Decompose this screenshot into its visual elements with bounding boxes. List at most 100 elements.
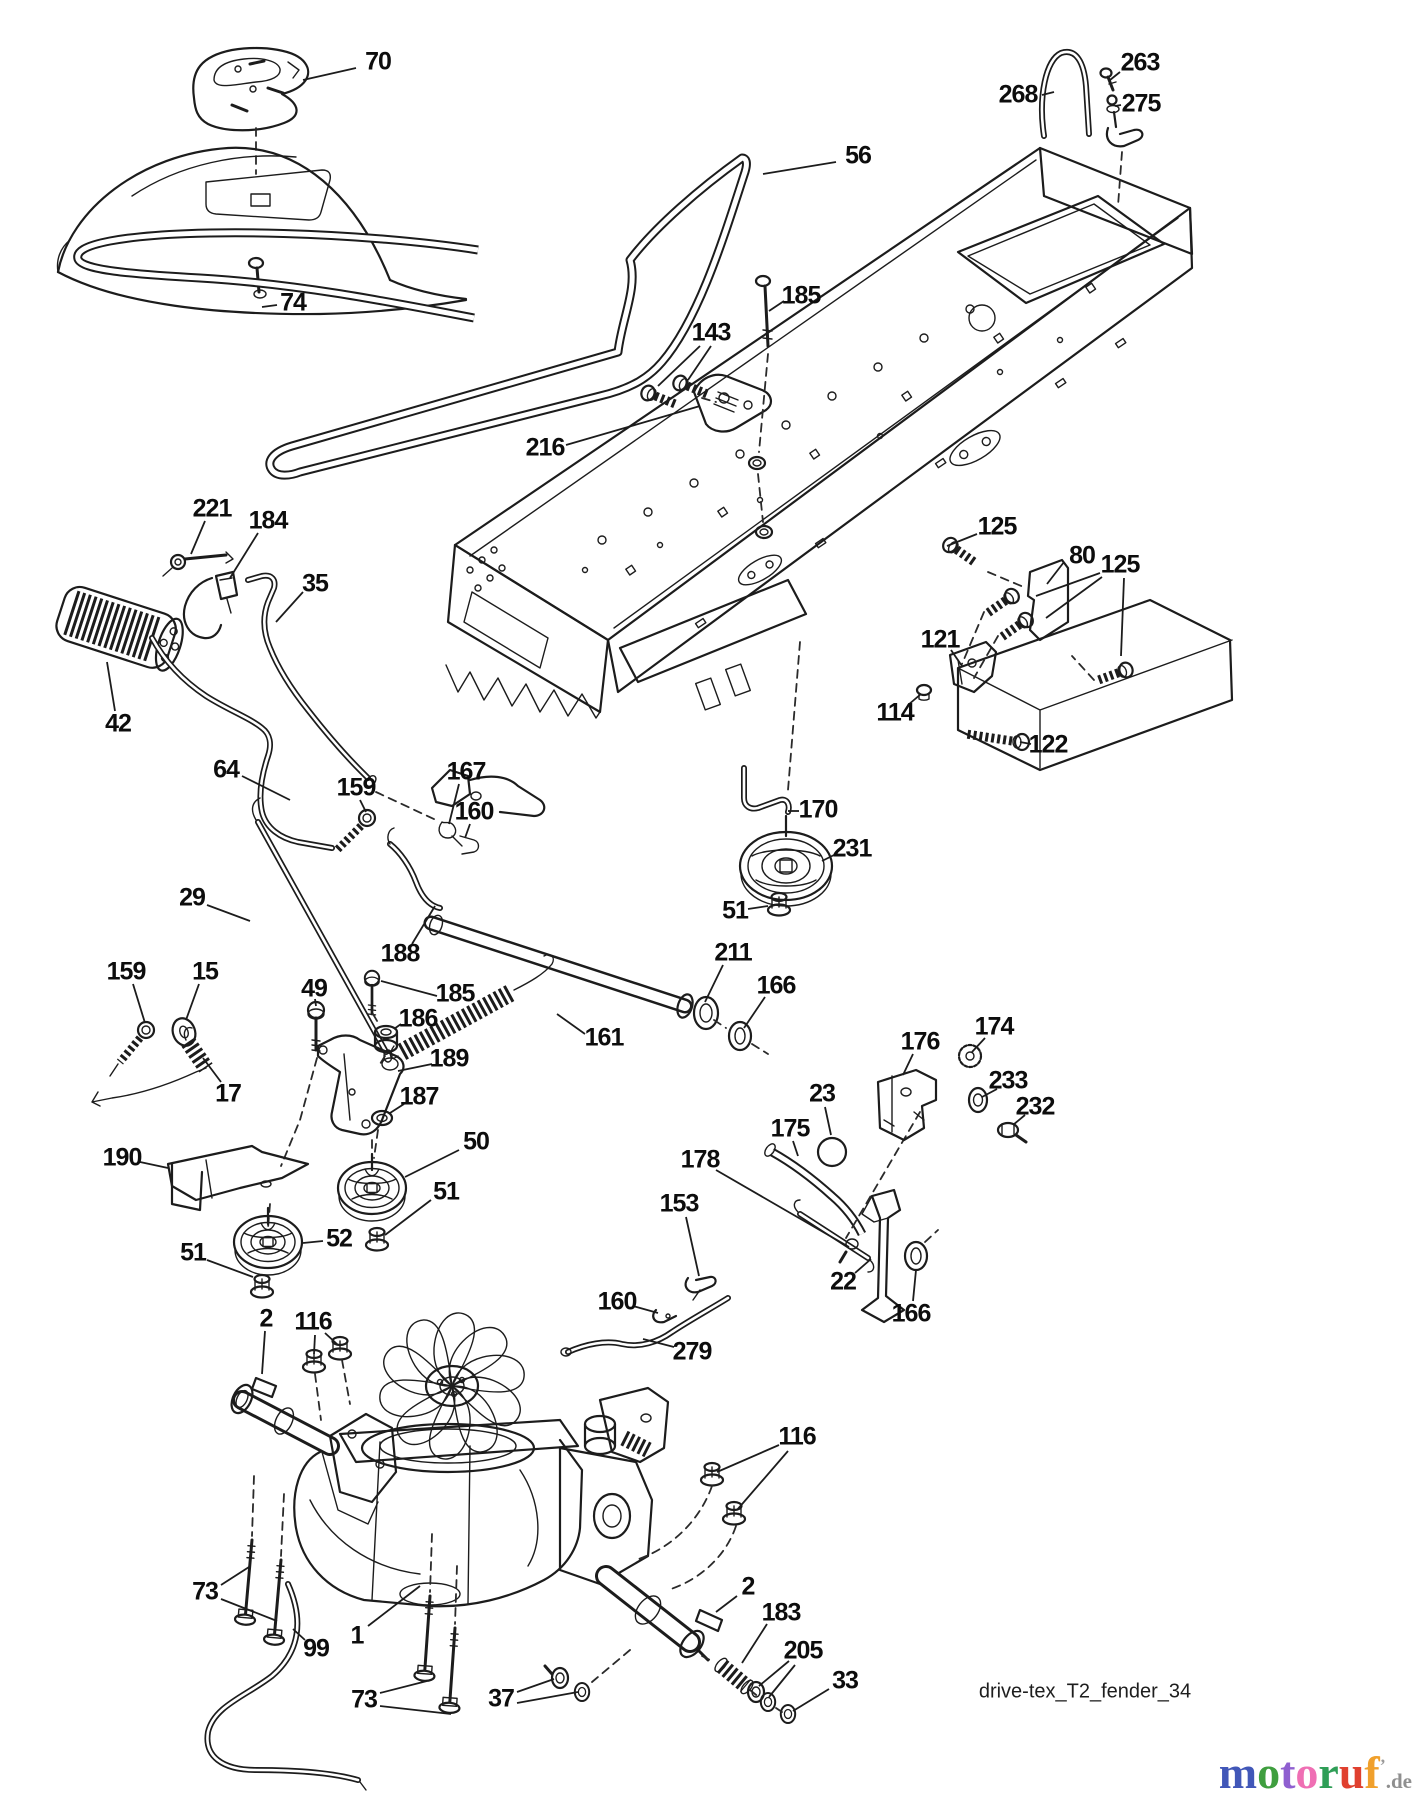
pulley-50-drawing [336, 1152, 408, 1223]
bolt-185-top-drawing [754, 274, 773, 348]
part-label-74: 74 [280, 288, 307, 317]
pulley-52-drawing [232, 1206, 304, 1277]
leader-line-216 [565, 405, 701, 446]
part-label-170: 170 [798, 795, 839, 824]
rod-64-drawing [149, 635, 335, 851]
pin-37-drawing [543, 1664, 554, 1676]
transaxle-drawing [230, 1312, 710, 1662]
leader-line-183 [741, 1623, 768, 1664]
leader-line-42 [106, 661, 116, 712]
leader-line-73 [379, 1680, 428, 1694]
rod-29-drawing [251, 797, 393, 1063]
frame-crossmember [618, 578, 808, 684]
motoruf-watermark: motoruf’.de [1219, 1750, 1412, 1796]
keeper-190-drawing [166, 1144, 310, 1212]
part-label-15: 15 [192, 957, 219, 986]
belt-56-drawing [265, 153, 751, 480]
leader-line-176 [902, 1053, 914, 1076]
key-2-lower-drawing [694, 1608, 724, 1633]
knob-42-drawing [55, 585, 184, 672]
leader-line-231 [821, 854, 835, 862]
leader-line-190 [139, 1161, 169, 1169]
hydro-fitting-drawing [583, 1414, 652, 1458]
part-label-125: 125 [977, 512, 1018, 541]
part-label-189: 189 [429, 1044, 470, 1073]
part-label-116: 116 [778, 1422, 816, 1451]
part-label-175: 175 [770, 1114, 811, 1143]
console-70-drawing [192, 47, 310, 132]
clip-167-drawing [438, 821, 463, 847]
part-label-143: 143 [691, 318, 732, 347]
clip-221-drawing [162, 551, 234, 577]
leader-line-175 [792, 1140, 799, 1157]
part-label-17: 17 [215, 1079, 242, 1108]
shaft-211-drawing [423, 914, 769, 1055]
leader-line-161 [556, 1013, 586, 1035]
leader-line-116 [716, 1444, 780, 1473]
logo-letter: o [1295, 1747, 1319, 1798]
part-label-176: 176 [900, 1027, 941, 1056]
leader-line-125 [1045, 576, 1103, 619]
bracket-189-drawing [316, 1034, 405, 1136]
leader-line-1 [367, 1585, 421, 1627]
part-label-49: 49 [301, 974, 328, 1003]
part-label-161: 161 [584, 1023, 625, 1052]
leader-line-211 [704, 964, 724, 1003]
leader-line-221 [190, 520, 206, 555]
part-label-211: 211 [714, 938, 752, 967]
leader-line-52 [302, 1240, 324, 1244]
part-label-116: 116 [294, 1307, 332, 1336]
leader-line-37 [516, 1678, 555, 1693]
leader-line-187 [389, 1103, 405, 1114]
logo-letter: o [1257, 1747, 1281, 1798]
part-label-73: 73 [192, 1577, 219, 1606]
part-label-99: 99 [303, 1634, 330, 1663]
leader-line-51 [206, 1259, 254, 1278]
leader-line-184 [229, 532, 259, 579]
logo-domain-suffix: .de [1385, 1769, 1412, 1793]
part-label-64: 64 [213, 755, 240, 784]
part-label-185: 185 [435, 979, 476, 1008]
leader-line-268 [1041, 91, 1055, 96]
part-label-166: 166 [891, 1299, 932, 1328]
part-label-23: 23 [809, 1079, 836, 1108]
part-label-51: 51 [722, 896, 749, 925]
leader-line-49 [314, 998, 317, 1007]
leader-line-125 [1035, 572, 1101, 597]
leader-line-114 [907, 693, 922, 706]
leader-line-166 [912, 1269, 917, 1302]
leader-line-185 [768, 300, 785, 312]
part-label-166: 166 [756, 971, 797, 1000]
rod-279-drawing [560, 1295, 731, 1357]
leader-line-143 [687, 345, 712, 381]
leader-line-275 [1114, 104, 1122, 107]
fan-drawing [379, 1312, 525, 1460]
ring-159-lower-drawing [109, 1020, 156, 1077]
leader-line-29 [206, 904, 251, 922]
part-label-50: 50 [463, 1127, 490, 1156]
frame-boss-2 [737, 554, 783, 586]
bracket-176-drawing [876, 1068, 938, 1142]
cable-268-drawing [1039, 49, 1092, 139]
bolt-232-drawing [996, 1121, 1028, 1144]
part-label-121: 121 [920, 625, 961, 654]
part-label-221: 221 [192, 494, 233, 523]
logo-tick-mark: ’ [1379, 1755, 1386, 1776]
part-label-35: 35 [302, 569, 329, 598]
nut-114-drawing [915, 683, 933, 701]
leader-line-33 [792, 1688, 830, 1712]
part-label-275: 275 [1121, 89, 1162, 118]
clip-160-upper-drawing [459, 835, 480, 855]
part-label-153: 153 [659, 1189, 700, 1218]
leader-line-2 [261, 1330, 266, 1375]
leader-line-17 [202, 1057, 222, 1083]
leader-line-188 [411, 905, 436, 945]
part-label-33: 33 [832, 1666, 859, 1695]
washer-15-drawing [171, 1017, 197, 1047]
part-label-279: 279 [672, 1337, 713, 1366]
part-label-233: 233 [988, 1066, 1029, 1095]
leader-line-160 [464, 823, 471, 839]
leader-line-99 [292, 1628, 306, 1641]
leader-line-279 [642, 1338, 675, 1348]
leader-line-116 [324, 1332, 339, 1346]
